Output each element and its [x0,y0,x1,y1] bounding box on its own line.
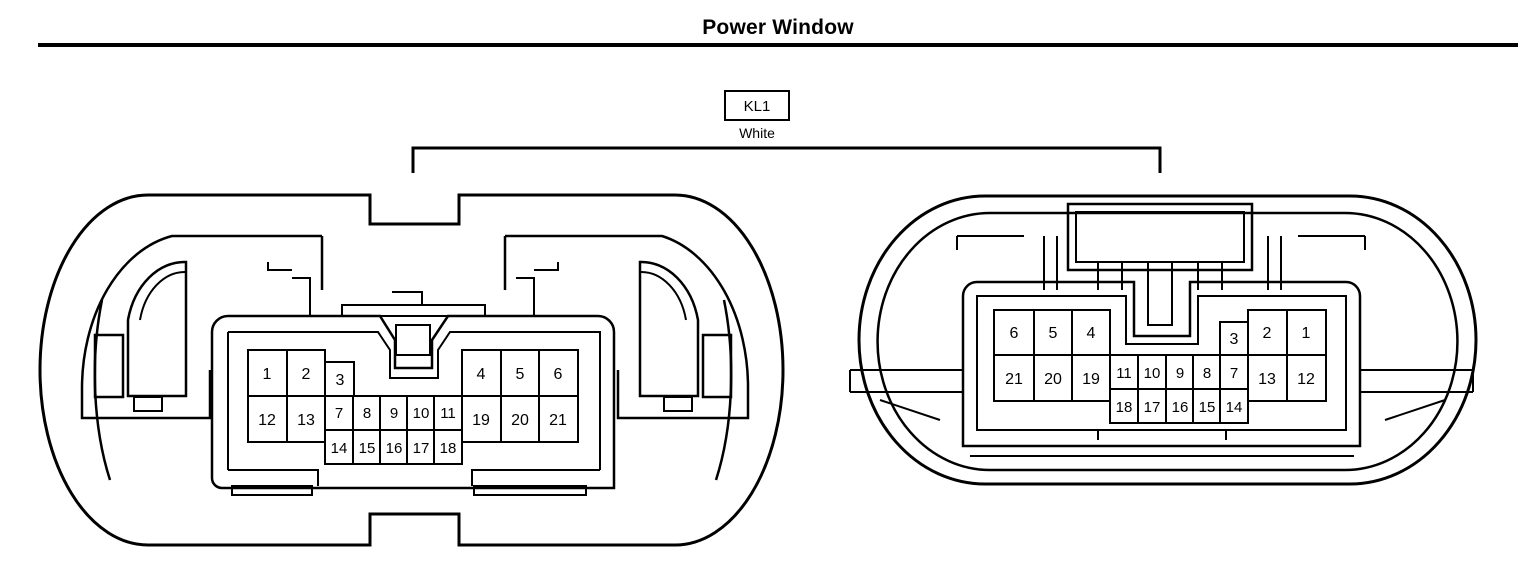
terminal-label: 7 [335,405,343,422]
terminal-label: 5 [516,366,525,383]
terminal-cell: 20 [500,395,540,443]
terminal-label: 16 [386,440,403,457]
terminal-label: 11 [440,405,456,422]
terminal-label: 14 [331,440,348,457]
terminal-label: 20 [1044,371,1062,388]
terminal-label: 17 [413,440,430,457]
connector-color: White [739,125,775,141]
terminal-cell: 4 [461,349,502,397]
terminal-cell: 21 [993,354,1035,402]
terminal-label: 19 [1082,371,1100,388]
connector-id: KL1 [744,98,771,115]
terminal-label: 15 [359,440,376,457]
left-terminal-grid: 1 2 3 4 5 6 12 13 7 8 9 10 11 19 20 21 1… [247,349,579,465]
terminal-cell: 5 [500,349,540,397]
terminal-label: 9 [390,405,398,422]
terminal-cell: 11 [433,395,463,431]
connector-left-view [38,193,785,547]
terminal-label: 7 [1230,365,1238,382]
terminal-cell: 1 [247,349,288,397]
terminal-cell: 10 [406,395,435,431]
terminal-label: 17 [1144,399,1161,416]
terminal-cell: 12 [1286,354,1327,402]
terminal-label: 14 [1226,399,1243,416]
terminal-label: 10 [1144,365,1161,382]
terminal-label: 19 [472,412,490,429]
terminal-cell: 20 [1033,354,1073,402]
terminal-cell: 2 [286,349,326,397]
terminal-cell: 17 [406,429,435,465]
terminal-cell: 6 [538,349,579,397]
terminal-cell: 10 [1137,354,1167,390]
terminal-label: 21 [549,412,567,429]
terminal-cell: 4 [1071,309,1111,356]
terminal-label: 15 [1199,399,1216,416]
terminal-cell: 16 [379,429,408,465]
terminal-label: 9 [1176,365,1184,382]
terminal-label: 11 [1116,365,1132,382]
terminal-label: 12 [1297,371,1315,388]
terminal-cell: 11 [1109,354,1139,390]
terminal-cell: 12 [247,395,288,443]
terminal-cell: 13 [1247,354,1288,402]
terminal-cell: 6 [993,309,1035,356]
terminal-cell: 3 [1219,321,1249,356]
terminal-label: 21 [1005,371,1023,388]
terminal-cell: 15 [352,429,381,465]
terminal-label: 5 [1049,325,1058,342]
terminal-cell: 16 [1165,388,1194,424]
terminal-cell: 18 [433,429,463,465]
connector-right-view [849,194,1478,486]
terminal-cell: 17 [1137,388,1167,424]
terminal-cell: 13 [286,395,326,443]
terminal-label: 6 [554,366,563,383]
terminal-label: 3 [1230,331,1239,348]
terminal-cell: 14 [324,429,354,465]
terminal-cell: 7 [1219,354,1249,390]
terminal-cell: 15 [1192,388,1221,424]
terminal-label: 1 [263,366,272,383]
terminal-cell: 9 [1165,354,1194,390]
right-terminal-grid: 6 5 4 3 2 1 21 20 19 11 10 9 8 7 13 12 1… [993,309,1327,424]
terminal-cell: 8 [1192,354,1221,390]
terminal-label: 13 [297,412,315,429]
terminal-label: 20 [511,412,529,429]
terminal-cell: 18 [1109,388,1139,424]
terminal-label: 3 [336,372,345,389]
terminal-cell: 7 [324,395,354,431]
connector-id-box [724,90,790,121]
terminal-cell: 21 [538,395,579,443]
connector-bracket [411,146,1162,173]
terminal-label: 16 [1172,399,1189,416]
terminal-cell: 14 [1219,388,1249,424]
terminal-label: 6 [1010,325,1019,342]
terminal-cell: 19 [461,395,502,443]
terminal-label: 8 [1203,365,1211,382]
terminal-cell: 19 [1071,354,1111,402]
terminal-label: 18 [440,440,457,457]
terminal-label: 4 [477,366,486,383]
terminal-label: 2 [302,366,311,383]
terminal-cell: 8 [352,395,381,431]
terminal-label: 12 [258,412,276,429]
terminal-label: 10 [413,405,430,422]
terminal-cell: 5 [1033,309,1073,356]
terminal-cell: 1 [1286,309,1327,356]
terminal-label: 18 [1116,399,1133,416]
terminal-cell: 9 [379,395,408,431]
page-title: Power Window [702,16,854,39]
terminal-label: 8 [363,405,371,422]
terminal-label: 1 [1302,325,1311,342]
terminal-label: 2 [1263,325,1272,342]
terminal-label: 4 [1087,325,1096,342]
terminal-cell: 2 [1247,309,1288,356]
terminal-label: 13 [1258,371,1276,388]
terminal-cell: 3 [324,361,355,397]
